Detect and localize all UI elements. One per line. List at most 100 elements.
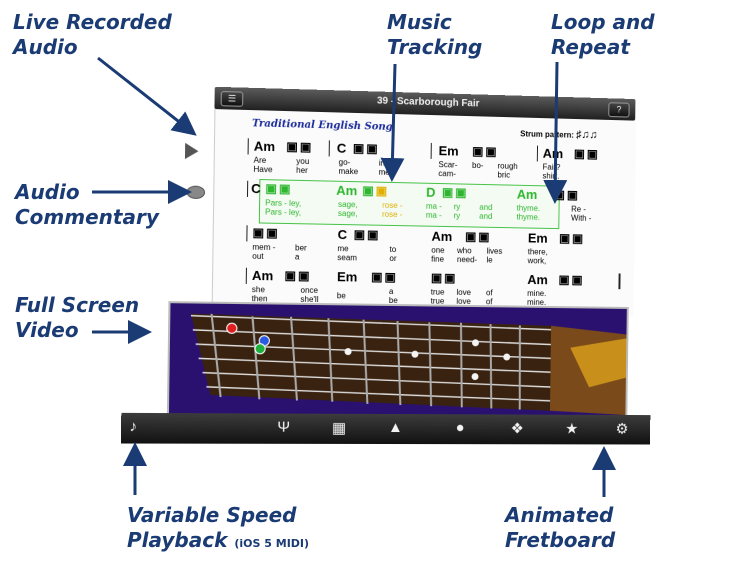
gear-icon[interactable]: ⚙ (615, 420, 629, 438)
beats: ▣▣ (252, 225, 280, 241)
bar-line (328, 140, 330, 157)
lyric: lives le (486, 246, 503, 265)
callout-note: (iOS 5 MIDI) (234, 537, 310, 550)
animated-fretboard[interactable] (166, 301, 629, 417)
chord: Em (527, 230, 548, 246)
lyric: to or (389, 244, 397, 264)
bar-line (245, 267, 247, 284)
lyric: be (336, 291, 346, 301)
callout-full-screen-video: Full Screen Video (15, 293, 139, 343)
callout-loop-repeat: Loop and Repeat (551, 10, 655, 60)
lyric: mem - out (252, 242, 276, 261)
callout-audio-commentary: Audio Commentary (15, 180, 159, 230)
chord: D (426, 184, 436, 200)
lyric: mine. mine. (527, 288, 547, 307)
lyric: you her (296, 156, 310, 176)
callout-line: Variable Speed (127, 503, 297, 527)
tuning-fork-icon[interactable]: Ψ (277, 418, 291, 436)
chord: Em (336, 269, 358, 285)
bar-line (246, 225, 248, 242)
chord: Am (253, 138, 276, 155)
device-frame: ☰ 39 - Scarborough Fair ? Traditional En… (120, 86, 658, 484)
chord: C (337, 226, 348, 243)
lyric: Are Have (253, 155, 273, 175)
strum-label: Strum pattern: (520, 129, 574, 140)
bar-line (246, 180, 249, 197)
beats: ▣▣ (465, 229, 492, 244)
song-subtitle: Traditional English Song (251, 118, 393, 133)
lyric: Fair? shirt. (542, 162, 561, 181)
lyric: ma - ma - (425, 201, 442, 220)
beats: ▣▣ (430, 270, 458, 285)
callout-line: Animated (505, 503, 614, 527)
beats: ▣▣ (265, 181, 293, 196)
callout-line: Tracking (387, 35, 483, 59)
beats: ▣▣ (352, 140, 380, 156)
callout-line: Audio (15, 180, 80, 204)
fretboard-graphic (169, 303, 627, 415)
callout-line: Loop and (551, 10, 655, 34)
lyric: love love (456, 287, 472, 306)
chord: C (336, 140, 347, 156)
bar-line (536, 145, 539, 162)
star-icon[interactable]: ★ (565, 420, 579, 438)
tracking-highlight (258, 179, 560, 230)
help-button[interactable]: ? (608, 102, 630, 118)
speech-bubble-icon (186, 185, 206, 200)
lyric: she then (251, 285, 268, 304)
lyric: ry ry (453, 202, 461, 221)
lyric: me seam (337, 244, 358, 263)
lyric: rose - rose - (381, 200, 403, 220)
callout-animated-fretboard: Animated Fretboard (505, 503, 615, 553)
beats: ▣▣ (371, 269, 398, 285)
callout-variable-speed: Variable Speed Playback (iOS 5 MIDI) (127, 503, 309, 556)
lyric: and and (479, 202, 493, 221)
lyric: ing me (378, 158, 390, 177)
lyric: a be (388, 286, 398, 306)
microphone-icon[interactable]: ● (455, 419, 465, 437)
beats: ▣▣ (286, 139, 314, 155)
chord: Am (431, 228, 453, 245)
beats: ▣▣ (353, 227, 381, 242)
callout-line: Playback (127, 528, 228, 552)
note-icon[interactable]: ♪ (129, 418, 138, 436)
chat-icon[interactable]: ❖ (510, 420, 524, 438)
callout-line: Repeat (551, 35, 630, 59)
lyric: who need- (456, 246, 478, 265)
chord: Am (527, 272, 548, 288)
bar-line (247, 138, 249, 155)
lyric: one fine (431, 245, 445, 264)
beats: ▣▣ (558, 272, 585, 287)
lyric: rough bric (497, 161, 518, 180)
callout-line: Video (15, 318, 79, 342)
lyric: bo- (471, 160, 484, 171)
beats: ▣▣ (573, 146, 600, 161)
commentary-button[interactable] (186, 185, 206, 200)
callout-music-tracking: Music Tracking (387, 10, 482, 60)
play-icon (184, 142, 199, 160)
lyric: Scar- cam- (438, 160, 458, 179)
callout-live-recorded-audio: Live Recorded Audio (13, 10, 172, 60)
lyric: there, work, (527, 247, 548, 266)
callout-line: Audio (13, 35, 78, 59)
lyric: of of (485, 288, 493, 307)
bottom-toolbar: ♪ Ψ ▦ ▲ ● ❖ ★ ⚙ (120, 412, 651, 445)
chord: Am (516, 186, 538, 203)
play-audio-button[interactable] (184, 142, 199, 160)
lyric: sage, sage, (337, 199, 358, 219)
bar-line (430, 142, 432, 159)
score-row-2: C ▣▣ Am ▣▣ D ▣▣ Am ▣▣ Pars - ley, Pars -… (224, 179, 631, 232)
callout-line: Commentary (15, 205, 159, 229)
callout-line: Full Screen (15, 293, 140, 317)
lyric: Re - With - (571, 204, 592, 223)
lyric: go- make (338, 157, 359, 177)
chord: C (251, 180, 261, 197)
strum-pattern: Strum pattern: ♯♫♫ (520, 128, 598, 142)
metronome-icon[interactable]: ▲ (387, 418, 403, 437)
beats: ▣▣ (284, 268, 312, 283)
chord-chart-icon[interactable]: ▦ (331, 419, 347, 437)
score-sheet: Traditional English Song Strum pattern: … (211, 109, 637, 317)
lyric: Pars - ley, Pars - ley, (265, 198, 302, 218)
loop-end-bar[interactable] (618, 273, 621, 290)
beats: ▣▣ (441, 185, 469, 200)
